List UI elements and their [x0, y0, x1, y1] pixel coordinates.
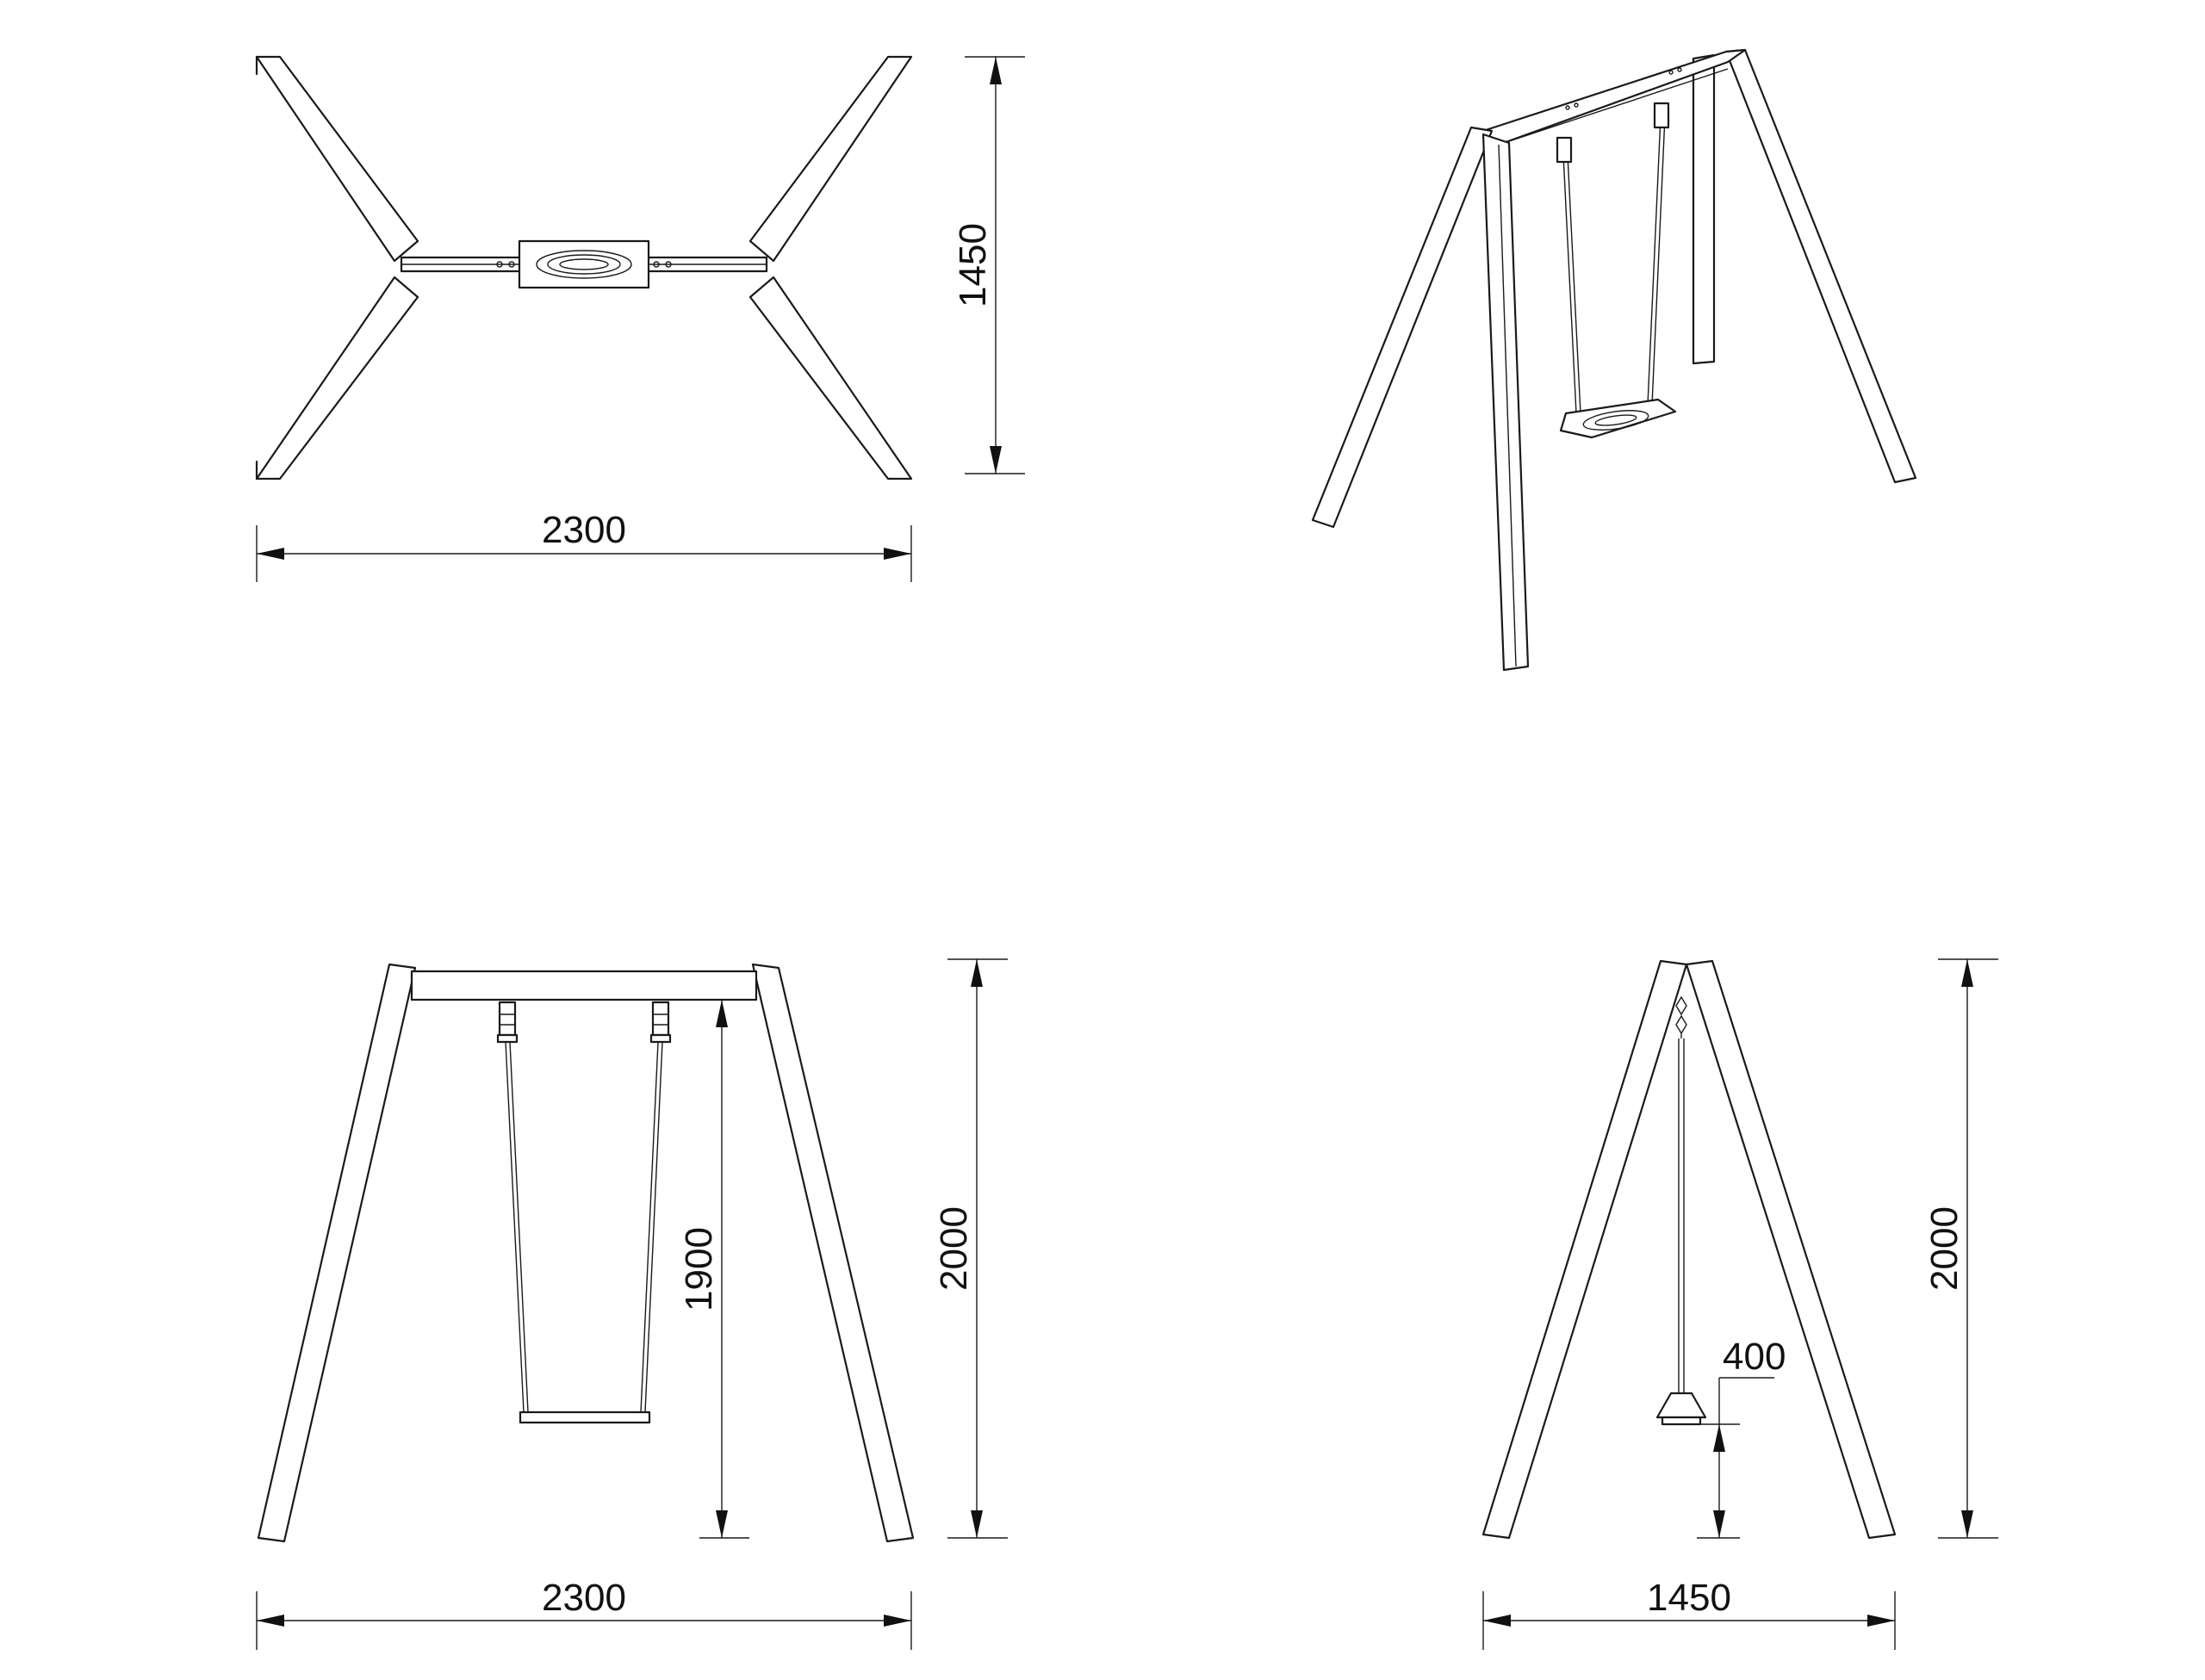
top-view: 2300 1450 — [255, 55, 1025, 582]
dim-top-width: 2300 — [542, 509, 626, 551]
leg-upper-left — [255, 55, 419, 263]
dim-top-depth: 1450 — [952, 223, 994, 307]
side-seat — [1655, 1392, 1707, 1419]
leg-lower-left — [255, 276, 419, 480]
dim-side-depth: 1450 — [1647, 1577, 1731, 1619]
leg-upper-right — [748, 55, 913, 263]
perspective-view — [1311, 48, 1917, 672]
side-view: 400 2000 1450 — [1481, 958, 1998, 1650]
front-seat — [519, 1410, 651, 1424]
leg-side-left — [1481, 959, 1688, 1540]
leg-front-right — [751, 963, 915, 1543]
dim-front-seat-bar-height: 1900 — [678, 1227, 720, 1311]
front-beam — [410, 970, 758, 1001]
dim-side-seat-height: 400 — [1723, 1336, 1786, 1378]
dim-front-total-height: 2000 — [933, 1206, 975, 1291]
seat-top — [518, 239, 650, 289]
perspective-seat — [1559, 398, 1677, 439]
leg-front-slanted — [1311, 126, 1494, 529]
leg-front-left — [257, 963, 417, 1543]
leg-back-slanted — [1724, 48, 1917, 484]
leg-side-right — [1685, 959, 1897, 1540]
leg-back-upright — [1692, 53, 1716, 365]
dim-side-total-height: 2000 — [1923, 1206, 1966, 1291]
leg-front-upright — [1481, 133, 1530, 672]
leg-lower-right — [748, 276, 913, 480]
dim-front-width: 2300 — [542, 1577, 626, 1619]
front-view: 1900 2000 2300 — [256, 958, 1008, 1650]
